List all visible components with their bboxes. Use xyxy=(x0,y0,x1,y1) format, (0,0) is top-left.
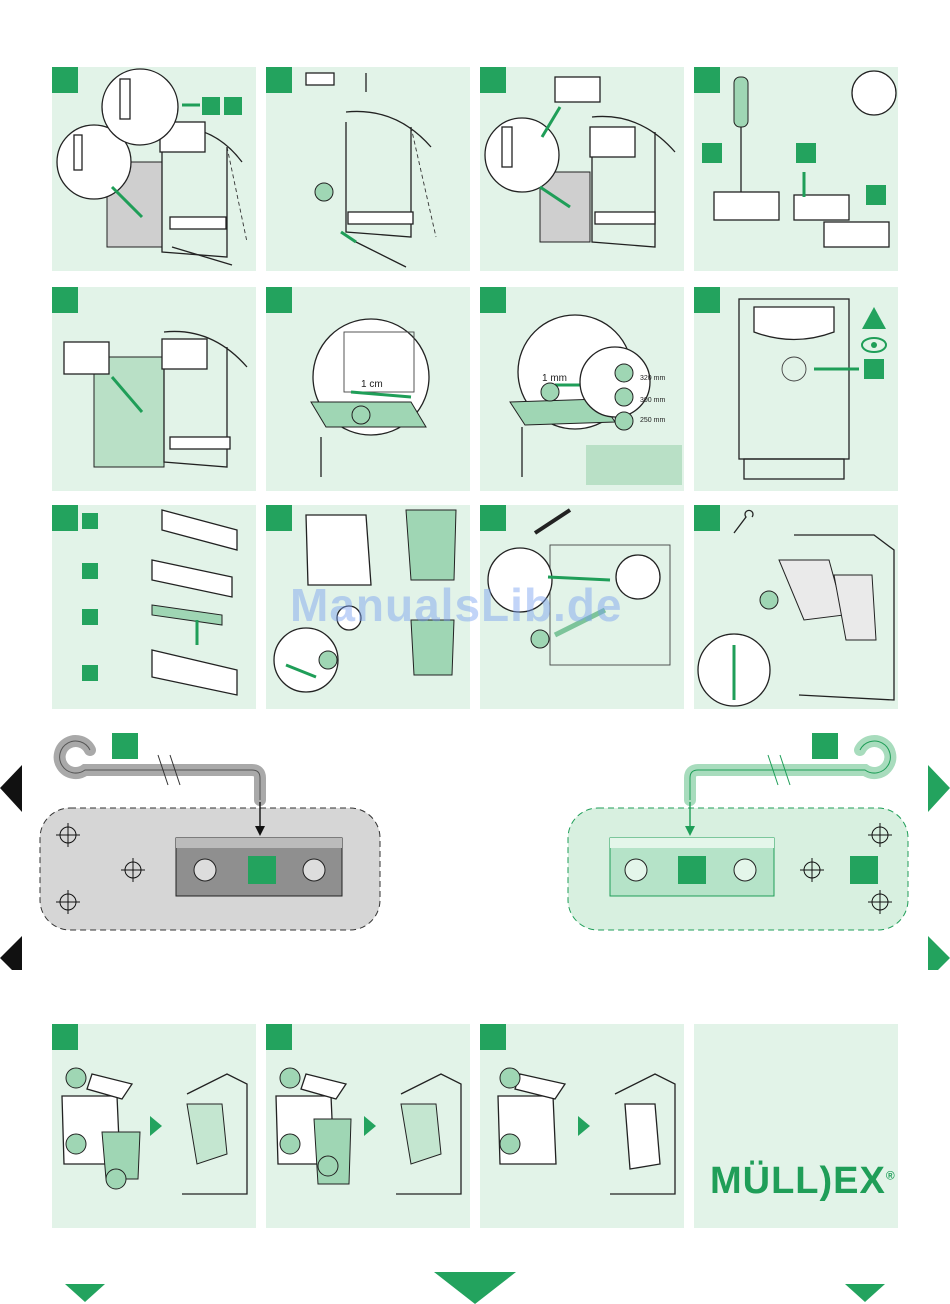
step-13-illustration xyxy=(52,1024,256,1228)
right-arrow-top-icon xyxy=(928,765,950,812)
measurement-c-label: 250 mm xyxy=(640,417,665,424)
step-7-illustration xyxy=(480,287,684,491)
down-arrow-center-icon xyxy=(434,1272,516,1304)
step-8-illustration xyxy=(694,287,898,491)
screwdriver-icon xyxy=(356,242,406,267)
watermark: ManualsLib.de xyxy=(290,578,622,632)
step-panel-14 xyxy=(266,1024,470,1228)
step-panel-4 xyxy=(694,67,898,271)
measurement-a-label: 320 mm xyxy=(640,375,665,382)
bottom-arrows xyxy=(0,1264,950,1304)
brand-logo-text: MÜLL)EX xyxy=(710,1160,886,1202)
step-panel-1 xyxy=(52,67,256,271)
step-5-illustration xyxy=(52,287,256,491)
step-panel-6: 1 cm xyxy=(266,287,470,491)
step-14-illustration xyxy=(266,1024,470,1228)
step-12-illustration xyxy=(694,505,898,709)
down-arrow-left-icon xyxy=(65,1284,105,1302)
down-arrow-right-icon xyxy=(845,1284,885,1302)
step-15-illustration xyxy=(480,1024,684,1228)
bracket-icon xyxy=(306,73,334,85)
step-panel-7: 1 mm 320 mm 300 mm 250 mm xyxy=(480,287,684,491)
step-2-illustration xyxy=(266,67,470,271)
warning-icon xyxy=(862,307,886,329)
step-9-illustration xyxy=(52,505,256,709)
registered-mark: ® xyxy=(886,1168,896,1182)
step-panel-12 xyxy=(694,505,898,709)
drill-template-section xyxy=(0,730,950,970)
measurement-label: 1 cm xyxy=(361,379,383,390)
measurement-b-label: 300 mm xyxy=(640,397,665,404)
step-4-illustration xyxy=(694,67,898,271)
step-panel-2 xyxy=(266,67,470,271)
step-panel-5 xyxy=(52,287,256,491)
step-3-illustration xyxy=(480,67,684,271)
step-panel-9 xyxy=(52,505,256,709)
step-panel-3 xyxy=(480,67,684,271)
right-arrow-bottom-icon xyxy=(928,936,950,970)
brand-logo: MÜLL)EX® xyxy=(710,1160,896,1203)
step-panel-15 xyxy=(480,1024,684,1228)
step-panel-8 xyxy=(694,287,898,491)
left-arrow-top-icon xyxy=(0,765,22,812)
measurement-gap-label: 1 mm xyxy=(542,373,567,384)
screwdriver-icon xyxy=(734,77,748,127)
step-1-illustration xyxy=(52,67,256,271)
left-arrow-bottom-icon xyxy=(0,936,22,970)
step-panel-13 xyxy=(52,1024,256,1228)
hook-icon xyxy=(734,510,753,533)
